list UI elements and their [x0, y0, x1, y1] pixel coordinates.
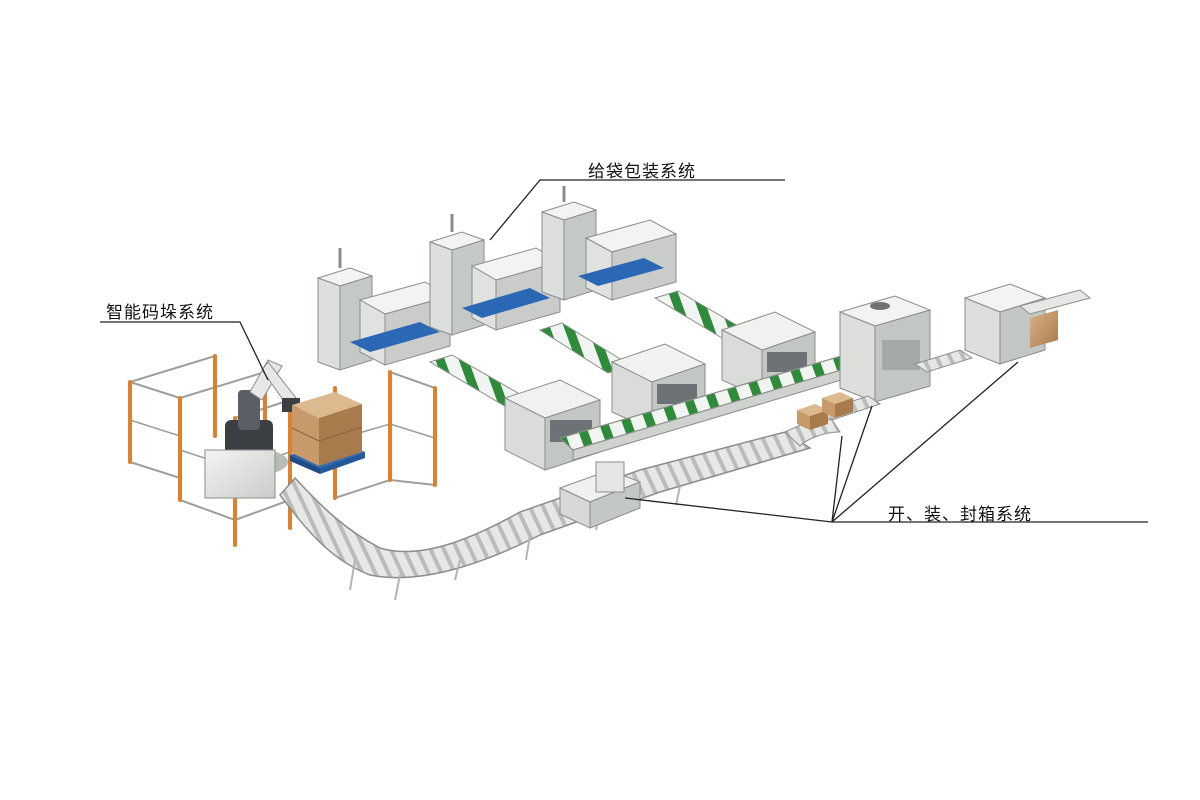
palletizing-cell — [128, 354, 437, 547]
palletizing-system-label: 智能码垛系统 — [106, 303, 214, 323]
incline-belt-conveyors — [428, 290, 747, 409]
palletizing-robot — [204, 359, 300, 499]
bag-packaging-system-label: 给袋包装系统 — [588, 162, 696, 182]
case-system-label: 开、装、封箱系统 — [888, 505, 1032, 525]
case-packer — [838, 295, 932, 403]
case-erector — [963, 283, 1092, 365]
bag-station-3 — [540, 186, 678, 301]
cartons-on-conveyor — [797, 392, 853, 430]
bag-station-2 — [428, 214, 562, 336]
roller-conveyor-main — [279, 431, 812, 601]
case-system — [784, 283, 1092, 447]
carton-pallet — [290, 392, 365, 474]
bag-packaging-system — [316, 186, 678, 371]
callout-lines — [100, 179, 1148, 523]
